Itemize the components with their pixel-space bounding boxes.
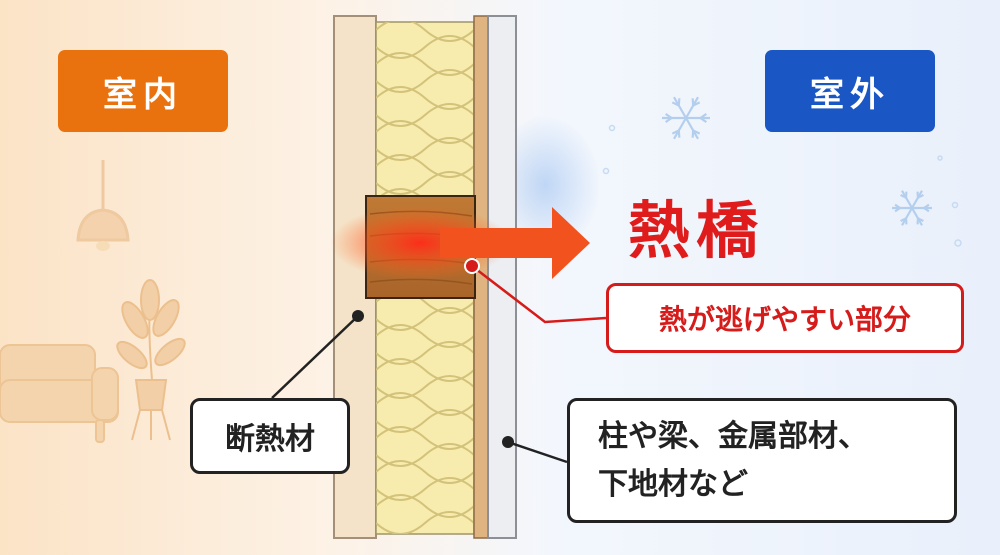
outdoor-label: 室外 bbox=[765, 50, 935, 132]
arrow-right-icon bbox=[440, 207, 590, 279]
members-text-line1: 柱や梁、金属部材、 bbox=[598, 418, 868, 454]
snowflake-icon bbox=[662, 96, 710, 140]
heat-escape-callout: 熱が逃げやすい部分 bbox=[606, 283, 964, 353]
structural-members-callout: 柱や梁、金属部材、 下地材など bbox=[567, 398, 957, 523]
insulation-callout: 断熱材 bbox=[190, 398, 350, 474]
exterior-board bbox=[487, 15, 517, 539]
indoor-label: 室内 bbox=[58, 50, 228, 132]
heat-escape-text: 熱が逃げやすい部分 bbox=[658, 303, 911, 336]
thermal-bridge-title: 熱橋 bbox=[628, 194, 765, 267]
pendant-lamp-icon bbox=[76, 160, 130, 251]
sofa-icon bbox=[0, 344, 119, 443]
members-text-line2: 下地材など bbox=[598, 466, 748, 502]
insulation-fiber bbox=[376, 511, 474, 534]
snowflake-icon bbox=[892, 190, 932, 226]
insulation-text: 断熱材 bbox=[225, 422, 315, 457]
potted-plant-icon bbox=[116, 279, 186, 441]
